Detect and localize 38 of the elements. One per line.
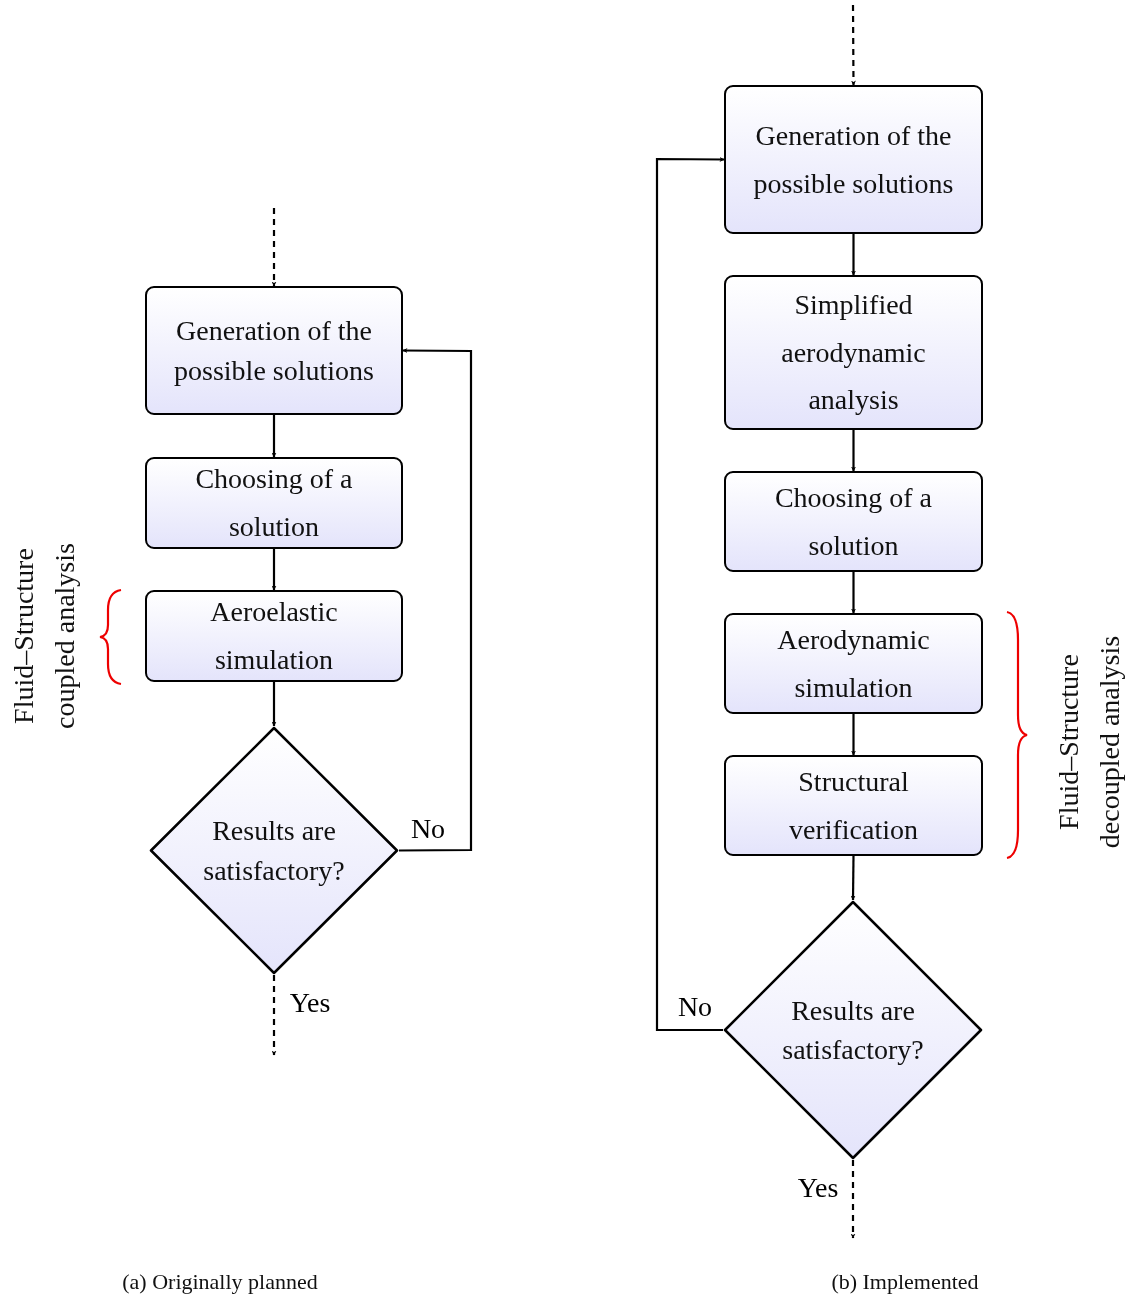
node-text: Choosing of a solution — [194, 462, 354, 544]
arrow — [851, 430, 856, 472]
arrow — [271, 549, 277, 591]
arrow — [851, 234, 856, 276]
arrow — [850, 5, 856, 86]
node-text: Aerodynamic simulation — [776, 622, 931, 705]
arrow — [850, 856, 856, 901]
process-box — [145, 590, 403, 682]
node-text: Structural verification — [787, 764, 920, 847]
arrow — [399, 348, 473, 852]
process-box — [145, 286, 403, 415]
arrow — [271, 682, 277, 727]
arrow — [271, 975, 277, 1056]
process-box — [724, 471, 983, 572]
process-box — [724, 755, 983, 856]
arrow — [851, 714, 856, 756]
node-text: Results are satisfactory? — [781, 993, 925, 1067]
node-text: Simplified aerodynamic analysis — [780, 288, 927, 418]
arrow — [850, 1160, 856, 1239]
process-box — [724, 613, 983, 714]
subfigure-caption: (b) Implemented — [830, 1268, 980, 1296]
node-text: Aeroelastic simulation — [209, 595, 339, 677]
process-box — [724, 275, 983, 430]
process-box — [724, 85, 983, 234]
arrow — [851, 572, 856, 614]
node-text: Choosing of a solution — [773, 480, 934, 563]
node-text: Generation of the possible solutions — [752, 118, 955, 201]
arrow — [271, 208, 277, 287]
process-box — [145, 457, 403, 549]
arrow — [271, 415, 277, 458]
subfigure-caption: (a) Originally planned — [121, 1268, 319, 1296]
decision-diamond — [149, 726, 399, 975]
node-text: Results are satisfactory? — [202, 814, 346, 888]
decision-diamond — [723, 900, 983, 1160]
side-label: Fluid–Structure coupled analysis — [7, 542, 81, 731]
arrow — [655, 156, 725, 1032]
node-text: Generation of the possible solutions — [173, 314, 375, 388]
side-label: Fluid–Structure decoupled analysis — [1052, 634, 1126, 851]
